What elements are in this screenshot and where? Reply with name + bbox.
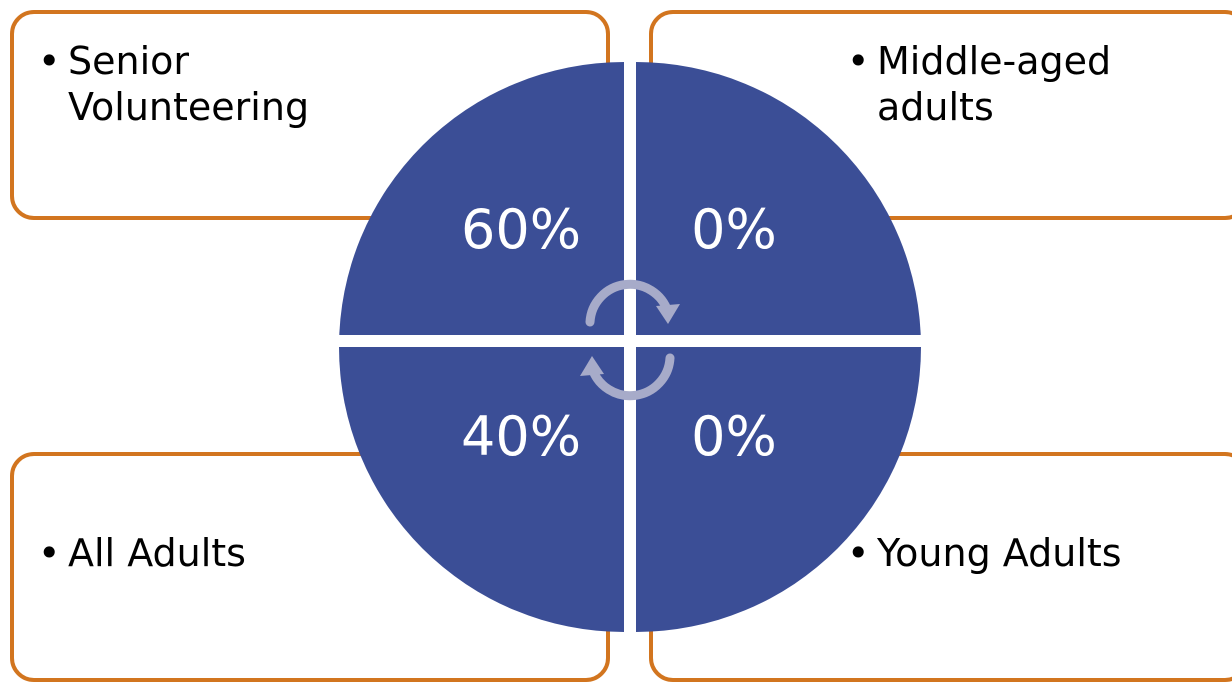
- bullet: •: [847, 39, 870, 83]
- quadrant-top-left: [339, 62, 624, 347]
- quadrant-bottom-left: [339, 347, 624, 632]
- label-line: adults: [877, 85, 994, 129]
- label-line: Middle-aged: [877, 39, 1112, 83]
- label-bottom-right: •Young Adults: [847, 530, 1177, 576]
- label-line: Young Adults: [877, 531, 1122, 575]
- value-top-right: 0%: [691, 198, 777, 261]
- label-bottom-left: •All Adults: [38, 530, 358, 576]
- bullet: •: [38, 531, 61, 575]
- cycle-arrowheads: [580, 304, 680, 376]
- bullet: •: [847, 531, 870, 575]
- bullet: •: [38, 39, 61, 83]
- cycle-circle: [330, 55, 930, 645]
- value-bottom-left: 40%: [460, 405, 582, 468]
- label-line: Senior: [68, 39, 190, 83]
- label-line: Volunteering: [68, 85, 310, 129]
- quadrant-bottom-right: [636, 347, 921, 632]
- quadrant-top-right: [636, 62, 921, 347]
- horizontal-divider: [330, 335, 930, 347]
- value-top-left: 60%: [460, 198, 582, 261]
- cycle-arrows-icon: [585, 279, 675, 401]
- vertical-divider: [624, 55, 636, 645]
- label-line: All Adults: [68, 531, 246, 575]
- value-bottom-right: 0%: [691, 405, 777, 468]
